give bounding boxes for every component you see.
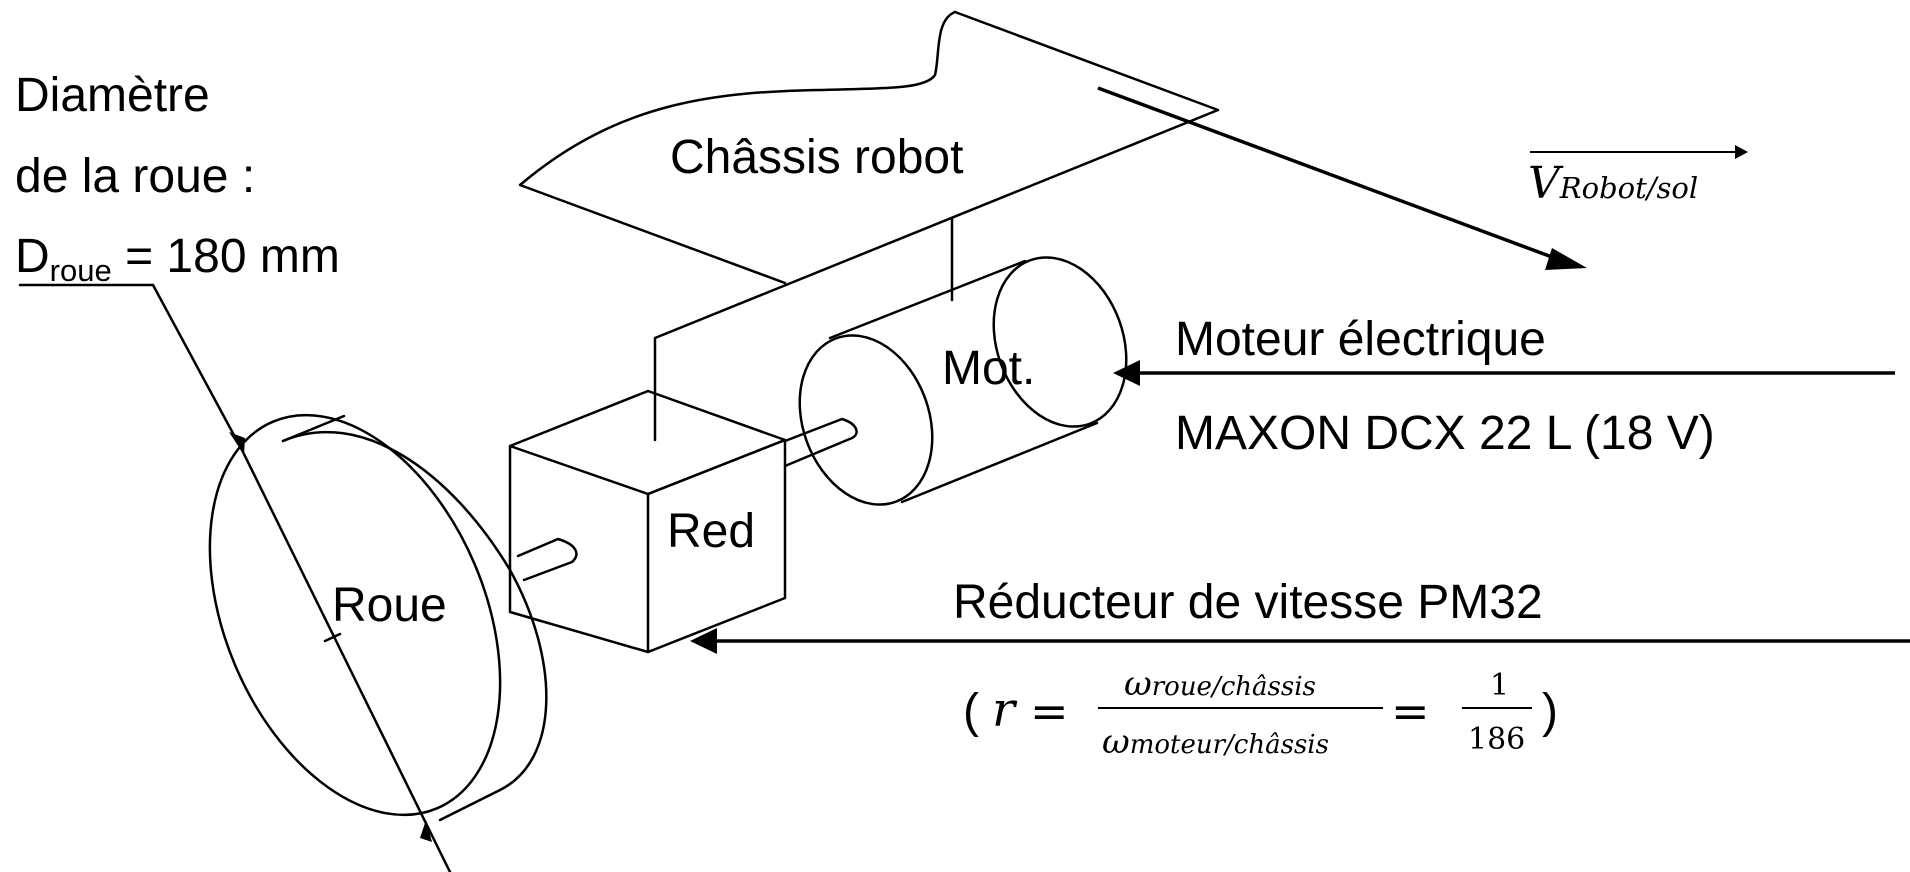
denominator-subscript: moteur/châssis bbox=[1129, 730, 1329, 760]
reducer-short-label: Red bbox=[667, 505, 756, 558]
velocity-symbol: V bbox=[1528, 158, 1560, 209]
reducer-front bbox=[646, 438, 787, 654]
velocity-arrow-head bbox=[1545, 248, 1587, 270]
diameter-subscript: roue bbox=[49, 253, 112, 288]
formula-ratio-numerator: 1 bbox=[1490, 668, 1510, 703]
velocity-arrow-line bbox=[1097, 86, 1561, 262]
diameter-arrow-top bbox=[229, 432, 245, 455]
motor-shaft bbox=[783, 417, 858, 468]
wheel-front-face bbox=[208, 413, 502, 817]
formula-r: r bbox=[992, 682, 1015, 738]
wheel-rim-top bbox=[281, 414, 346, 443]
motor-model: MAXON DCX 22 L (18 V) bbox=[1175, 407, 1715, 460]
formula-numerator: ωroue/châssis bbox=[1124, 664, 1316, 704]
reducer-pointer-head bbox=[690, 628, 717, 654]
diameter-center-tick bbox=[323, 632, 342, 643]
formula-equals-2: = bbox=[1391, 684, 1430, 738]
wheel-axle bbox=[516, 537, 578, 582]
diameter-value: Droue = 180 mm bbox=[15, 230, 340, 288]
omega-symbol: ω bbox=[1102, 722, 1130, 762]
wheel-label: Roue bbox=[332, 579, 447, 632]
formula-open-paren: ( bbox=[963, 685, 979, 738]
formula-ratio-bar bbox=[1462, 707, 1532, 709]
reducer-title: Réducteur de vitesse PM32 bbox=[953, 576, 1543, 629]
reducer-top bbox=[508, 389, 787, 496]
diameter-symbol: D bbox=[15, 230, 50, 283]
diameter-leader bbox=[151, 283, 244, 452]
omega-symbol: ω bbox=[1124, 664, 1152, 704]
motor-title: Moteur électrique bbox=[1175, 313, 1546, 366]
diameter-number: = 180 mm bbox=[125, 230, 340, 283]
wheel-rim-bottom bbox=[438, 788, 502, 822]
formula-denominator: ωmoteur/châssis bbox=[1102, 722, 1329, 762]
numerator-subscript: roue/châssis bbox=[1151, 672, 1316, 702]
diameter-line bbox=[240, 448, 452, 872]
motor-short-label: Mot. bbox=[942, 342, 1036, 395]
formula-ratio-denominator: 186 bbox=[1468, 722, 1526, 757]
chassis-outline bbox=[518, 10, 957, 285]
chassis-label: Châssis robot bbox=[670, 131, 964, 184]
formula-close-paren: ) bbox=[1542, 685, 1558, 738]
diameter-label-line1: Diamètre bbox=[15, 69, 210, 122]
velocity-vector-bar-head bbox=[1735, 145, 1748, 159]
velocity-label: VRobot/sol bbox=[1528, 158, 1698, 209]
chassis-edge bbox=[653, 10, 1220, 442]
motor-end-face bbox=[798, 334, 934, 506]
diameter-arrow-bottom bbox=[420, 820, 432, 842]
formula-equals-1: = bbox=[1030, 684, 1069, 738]
reducer-side bbox=[508, 444, 650, 654]
velocity-subscript: Robot/sol bbox=[1559, 171, 1699, 205]
motor-bottom-edge bbox=[900, 421, 1099, 504]
motor-top-edge bbox=[828, 259, 1027, 340]
formula-fraction-bar bbox=[1098, 707, 1383, 709]
motor-pointer-head bbox=[1113, 360, 1140, 386]
motor-back-face bbox=[992, 256, 1128, 428]
diameter-label-line2: de la roue : bbox=[15, 150, 256, 203]
